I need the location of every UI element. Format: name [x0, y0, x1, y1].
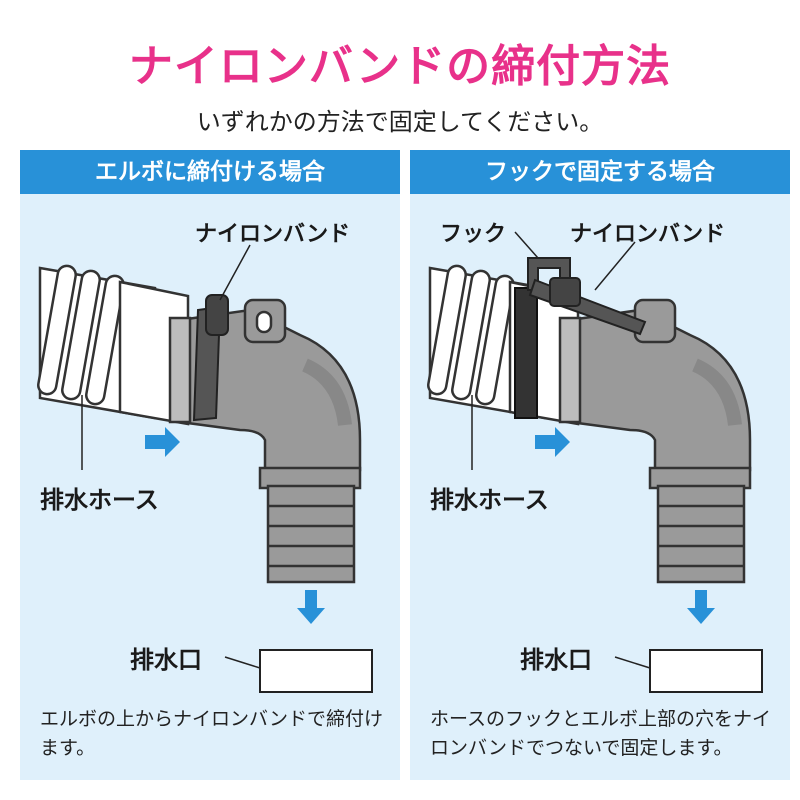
- elbow-shape: [168, 298, 362, 584]
- label-nylon-band: ナイロンバンド: [195, 222, 351, 247]
- panel-hook-method: フックで固定する場合: [410, 150, 790, 780]
- label-drain-outlet: 排水口: [520, 646, 592, 674]
- label-drain-hose: 排水ホース: [430, 486, 549, 514]
- elbow-band-illustration: [37, 244, 373, 693]
- label-hook: フック: [440, 222, 507, 247]
- drain-outlet-shape: [649, 649, 763, 693]
- nylon-band-shape: [192, 294, 229, 422]
- hook-shape: [527, 257, 647, 336]
- flow-arrow: [145, 427, 325, 624]
- drain-outlet-shape: [259, 649, 373, 693]
- panel-header: フックで固定する場合: [410, 150, 790, 194]
- label-drain-hose: 排水ホース: [40, 486, 159, 514]
- flow-arrow: [535, 427, 715, 624]
- elbow-shape: [558, 298, 752, 584]
- caption: エルボの上からナイロンバンドで締付けます。: [40, 708, 383, 759]
- hook-band-illustration: [427, 231, 763, 693]
- hook-band-shape: [514, 287, 538, 419]
- page-subtitle: いずれかの方法で固定してください。: [196, 108, 604, 136]
- caption: ホースのフックとエルボ上部の穴をナイロンバンドでつないで固定します。: [430, 708, 772, 759]
- label-nylon-band: ナイロンバンド: [570, 222, 726, 247]
- panel-header: エルボに締付ける場合: [20, 150, 400, 194]
- label-drain-outlet: 排水口: [130, 646, 202, 674]
- panel-elbow-method: エルボに締付ける場合: [20, 150, 400, 780]
- page-title: ナイロンバンドの締付方法: [128, 41, 672, 92]
- drain-hose-shape: [37, 264, 190, 426]
